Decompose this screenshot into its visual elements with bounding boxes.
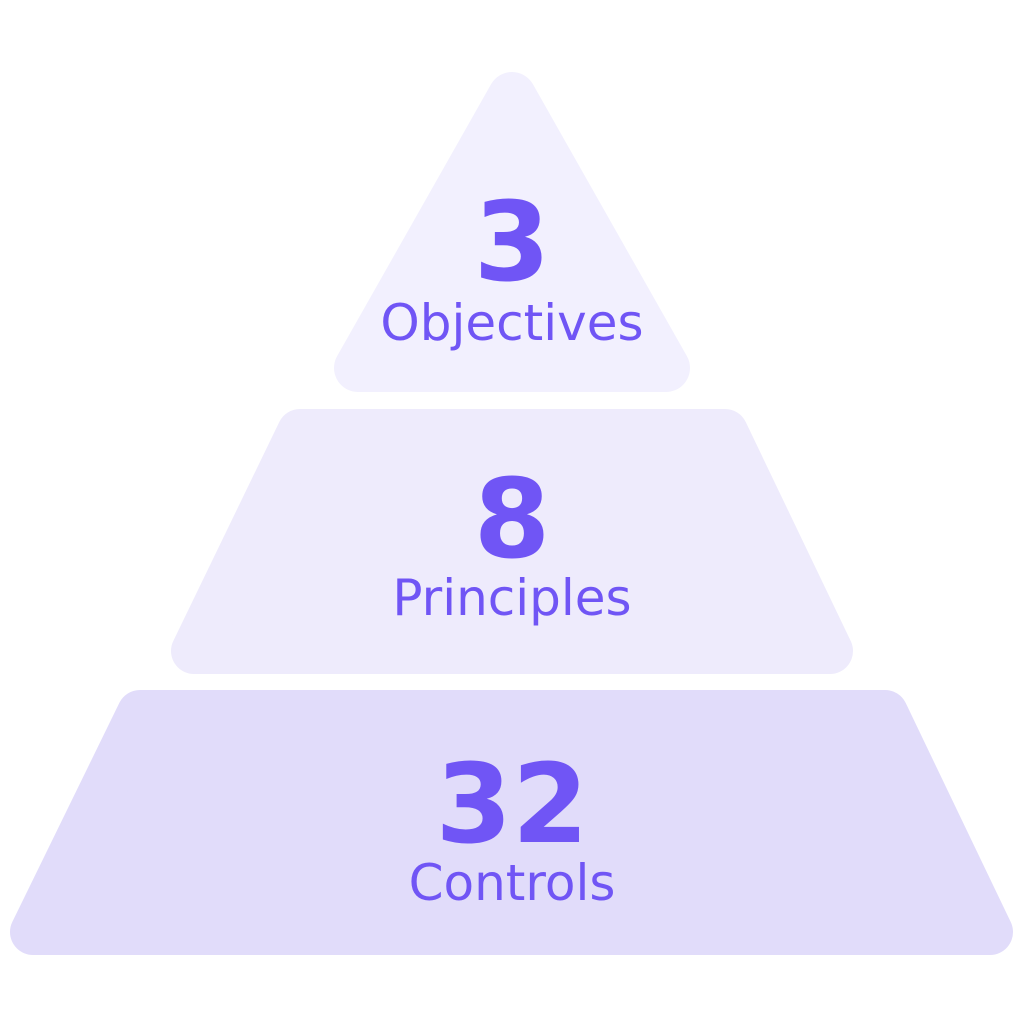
tier-middle-label: Principles [392,569,631,627]
tier-bottom-label: Controls [409,854,616,912]
tier-top: 3 Objectives [334,72,690,392]
tier-middle: 8 Principles [171,409,853,674]
tier-top-value: 3 [474,178,551,306]
tier-bottom: 32 Controls [10,690,1013,955]
tier-middle-value: 8 [474,455,551,583]
tier-middle-shape [171,409,853,674]
tier-top-shape [334,72,690,392]
tier-bottom-shape [10,690,1013,955]
tier-top-label: Objectives [380,294,643,352]
tier-bottom-value: 32 [435,740,588,868]
